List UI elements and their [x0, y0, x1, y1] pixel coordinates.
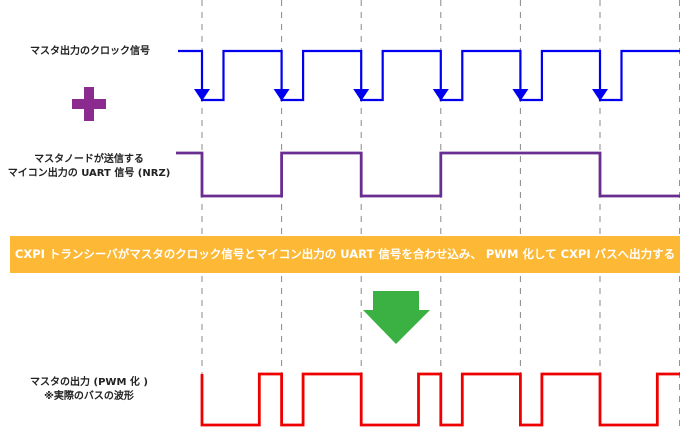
pwm-signal-label: マスタの出力 (PWM 化 ) ※実際のバスの波形 [0, 376, 178, 404]
clock-waveform [178, 49, 680, 102]
falling-edge-arrow-icon [592, 89, 608, 101]
uart-line [176, 151, 680, 198]
falling-edge-arrow-icon [432, 89, 449, 101]
uart-label-line2: マイコン出力の UART 信号 (NRZ) [7, 168, 171, 179]
banner-text: CXPI トランシーバがマスタのクロック信号とマイコン出力の UART 信号を合… [14, 247, 676, 261]
explanation-banner: CXPI トランシーバがマスタのクロック信号とマイコン出力の UART 信号を合… [10, 236, 680, 273]
clock-line [178, 49, 680, 102]
pwm-waveform [200, 372, 680, 427]
clock-label-text: マスタ出力のクロック信号 [30, 46, 150, 57]
uart-signal-label: マスタノードが送信する マイコン出力の UART 信号 (NRZ) [0, 153, 178, 181]
falling-edge-arrow-icon [194, 89, 210, 101]
plus-icon [72, 87, 106, 121]
falling-edge-arrow-icon [512, 89, 529, 101]
pwm-line [200, 372, 680, 427]
falling-edge-arrow-icon [353, 89, 370, 101]
down-arrow-icon [363, 291, 430, 344]
clock-signal-label: マスタ出力のクロック信号 [0, 45, 180, 59]
plus-icon-vertical [84, 87, 94, 121]
pwm-label-line1: マスタの出力 (PWM 化 ) [30, 377, 148, 388]
falling-edge-arrow-icon [273, 89, 290, 101]
pwm-label-line2: ※実際のバスの波形 [44, 391, 134, 402]
uart-waveform [176, 151, 680, 198]
uart-label-line1: マスタノードが送信する [34, 154, 144, 165]
